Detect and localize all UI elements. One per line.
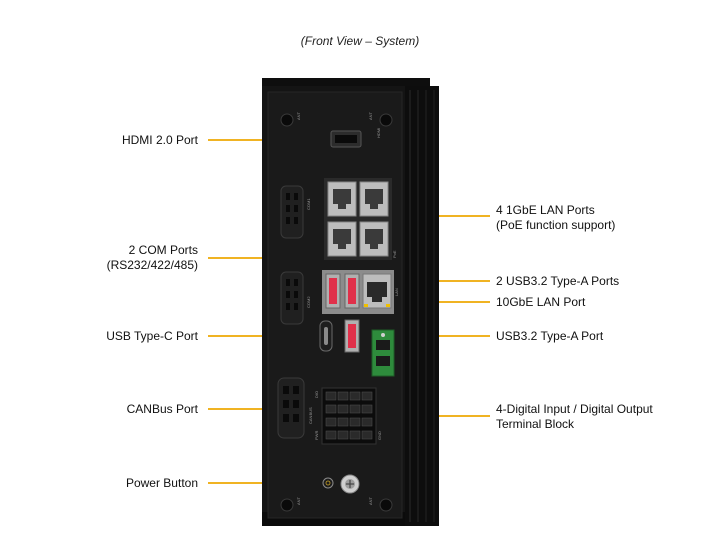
gnd-panel-label: GND: [377, 431, 382, 440]
label-com-line1: 2 COM Ports: [128, 243, 198, 257]
ant-hole-tr: [379, 113, 393, 127]
ant-label-br: ANT: [368, 496, 373, 505]
usb-c-port: [319, 320, 333, 352]
lan-port-1: [327, 181, 357, 217]
ant-hole-br: [379, 498, 393, 512]
com2-port: [280, 271, 304, 325]
label-dio-line2: Terminal Block: [496, 417, 575, 431]
figure-caption: (Front View – System): [300, 34, 420, 48]
usb-10gbe-block: LAN: [322, 270, 399, 314]
com1-port: [280, 185, 304, 239]
ground-screw: [340, 474, 360, 494]
dc-power-connector: [371, 329, 395, 377]
chassis-side: [405, 86, 439, 526]
label-com-line2: (RS232/422/485): [106, 258, 198, 272]
label-hdmi: HDMI 2.0 Port: [121, 133, 198, 147]
label-dio: 4-Digital Input / Digital Output Termina…: [496, 402, 653, 432]
usb-a-port-single: [344, 319, 360, 353]
ant-hole-bl: [280, 498, 294, 512]
ant-label-bl: ANT: [296, 496, 301, 505]
usb-a-port-1: [325, 273, 341, 309]
pwr-panel-label: PWR: [314, 431, 319, 440]
ant-label-tr: ANT: [368, 111, 373, 120]
lan-port-3: [327, 221, 357, 257]
ant-hole-tl: [280, 113, 294, 127]
label-canbus: CANBus Port: [126, 402, 198, 416]
label-power: Power Button: [125, 476, 198, 490]
label-usb1: USB3.2 Type-A Port: [496, 329, 604, 343]
hdmi-port: HDMI: [330, 128, 381, 148]
lan-port-2: [359, 181, 389, 217]
label-com: 2 COM Ports (RS232/422/485): [107, 243, 198, 273]
antenna-holes: [280, 113, 393, 512]
canbus-port: CANBUS: [277, 377, 313, 439]
label-dio-line1: 4-Digital Input / Digital Output: [496, 402, 653, 416]
com-ports: COM1 COM2: [280, 185, 311, 325]
dio-terminal-block: DIO GND PWR: [314, 387, 382, 445]
com1-label: COM1: [306, 198, 311, 210]
dio-panel-label: DIO: [314, 391, 319, 398]
label-lan10g: 10GbE LAN Port: [496, 295, 586, 309]
canbus-panel-label: CANBUS: [308, 407, 313, 424]
lan-10gbe-port: [362, 273, 392, 309]
label-lan: 4 1GbE LAN Ports (PoE function support): [496, 203, 615, 233]
label-usb2: 2 USB3.2 Type-A Ports: [496, 274, 620, 288]
chassis-top: [262, 78, 430, 88]
hdmi-port-label: HDMI: [376, 128, 381, 138]
lan10g-label: LAN: [394, 288, 399, 296]
lan-port-4: [359, 221, 389, 257]
com2-label: COM2: [306, 296, 311, 308]
label-usbc: USB Type-C Port: [106, 329, 198, 343]
usb-a-port-2: [344, 273, 360, 309]
lan-1gbe-ports: PoE: [324, 178, 397, 260]
poe-label: PoE: [392, 250, 397, 258]
label-lan-line2: (PoE function support): [496, 218, 616, 232]
power-button: [322, 477, 334, 489]
label-lan-line1: 4 1GbE LAN Ports: [496, 203, 595, 217]
ant-label-tl: ANT: [296, 111, 301, 120]
